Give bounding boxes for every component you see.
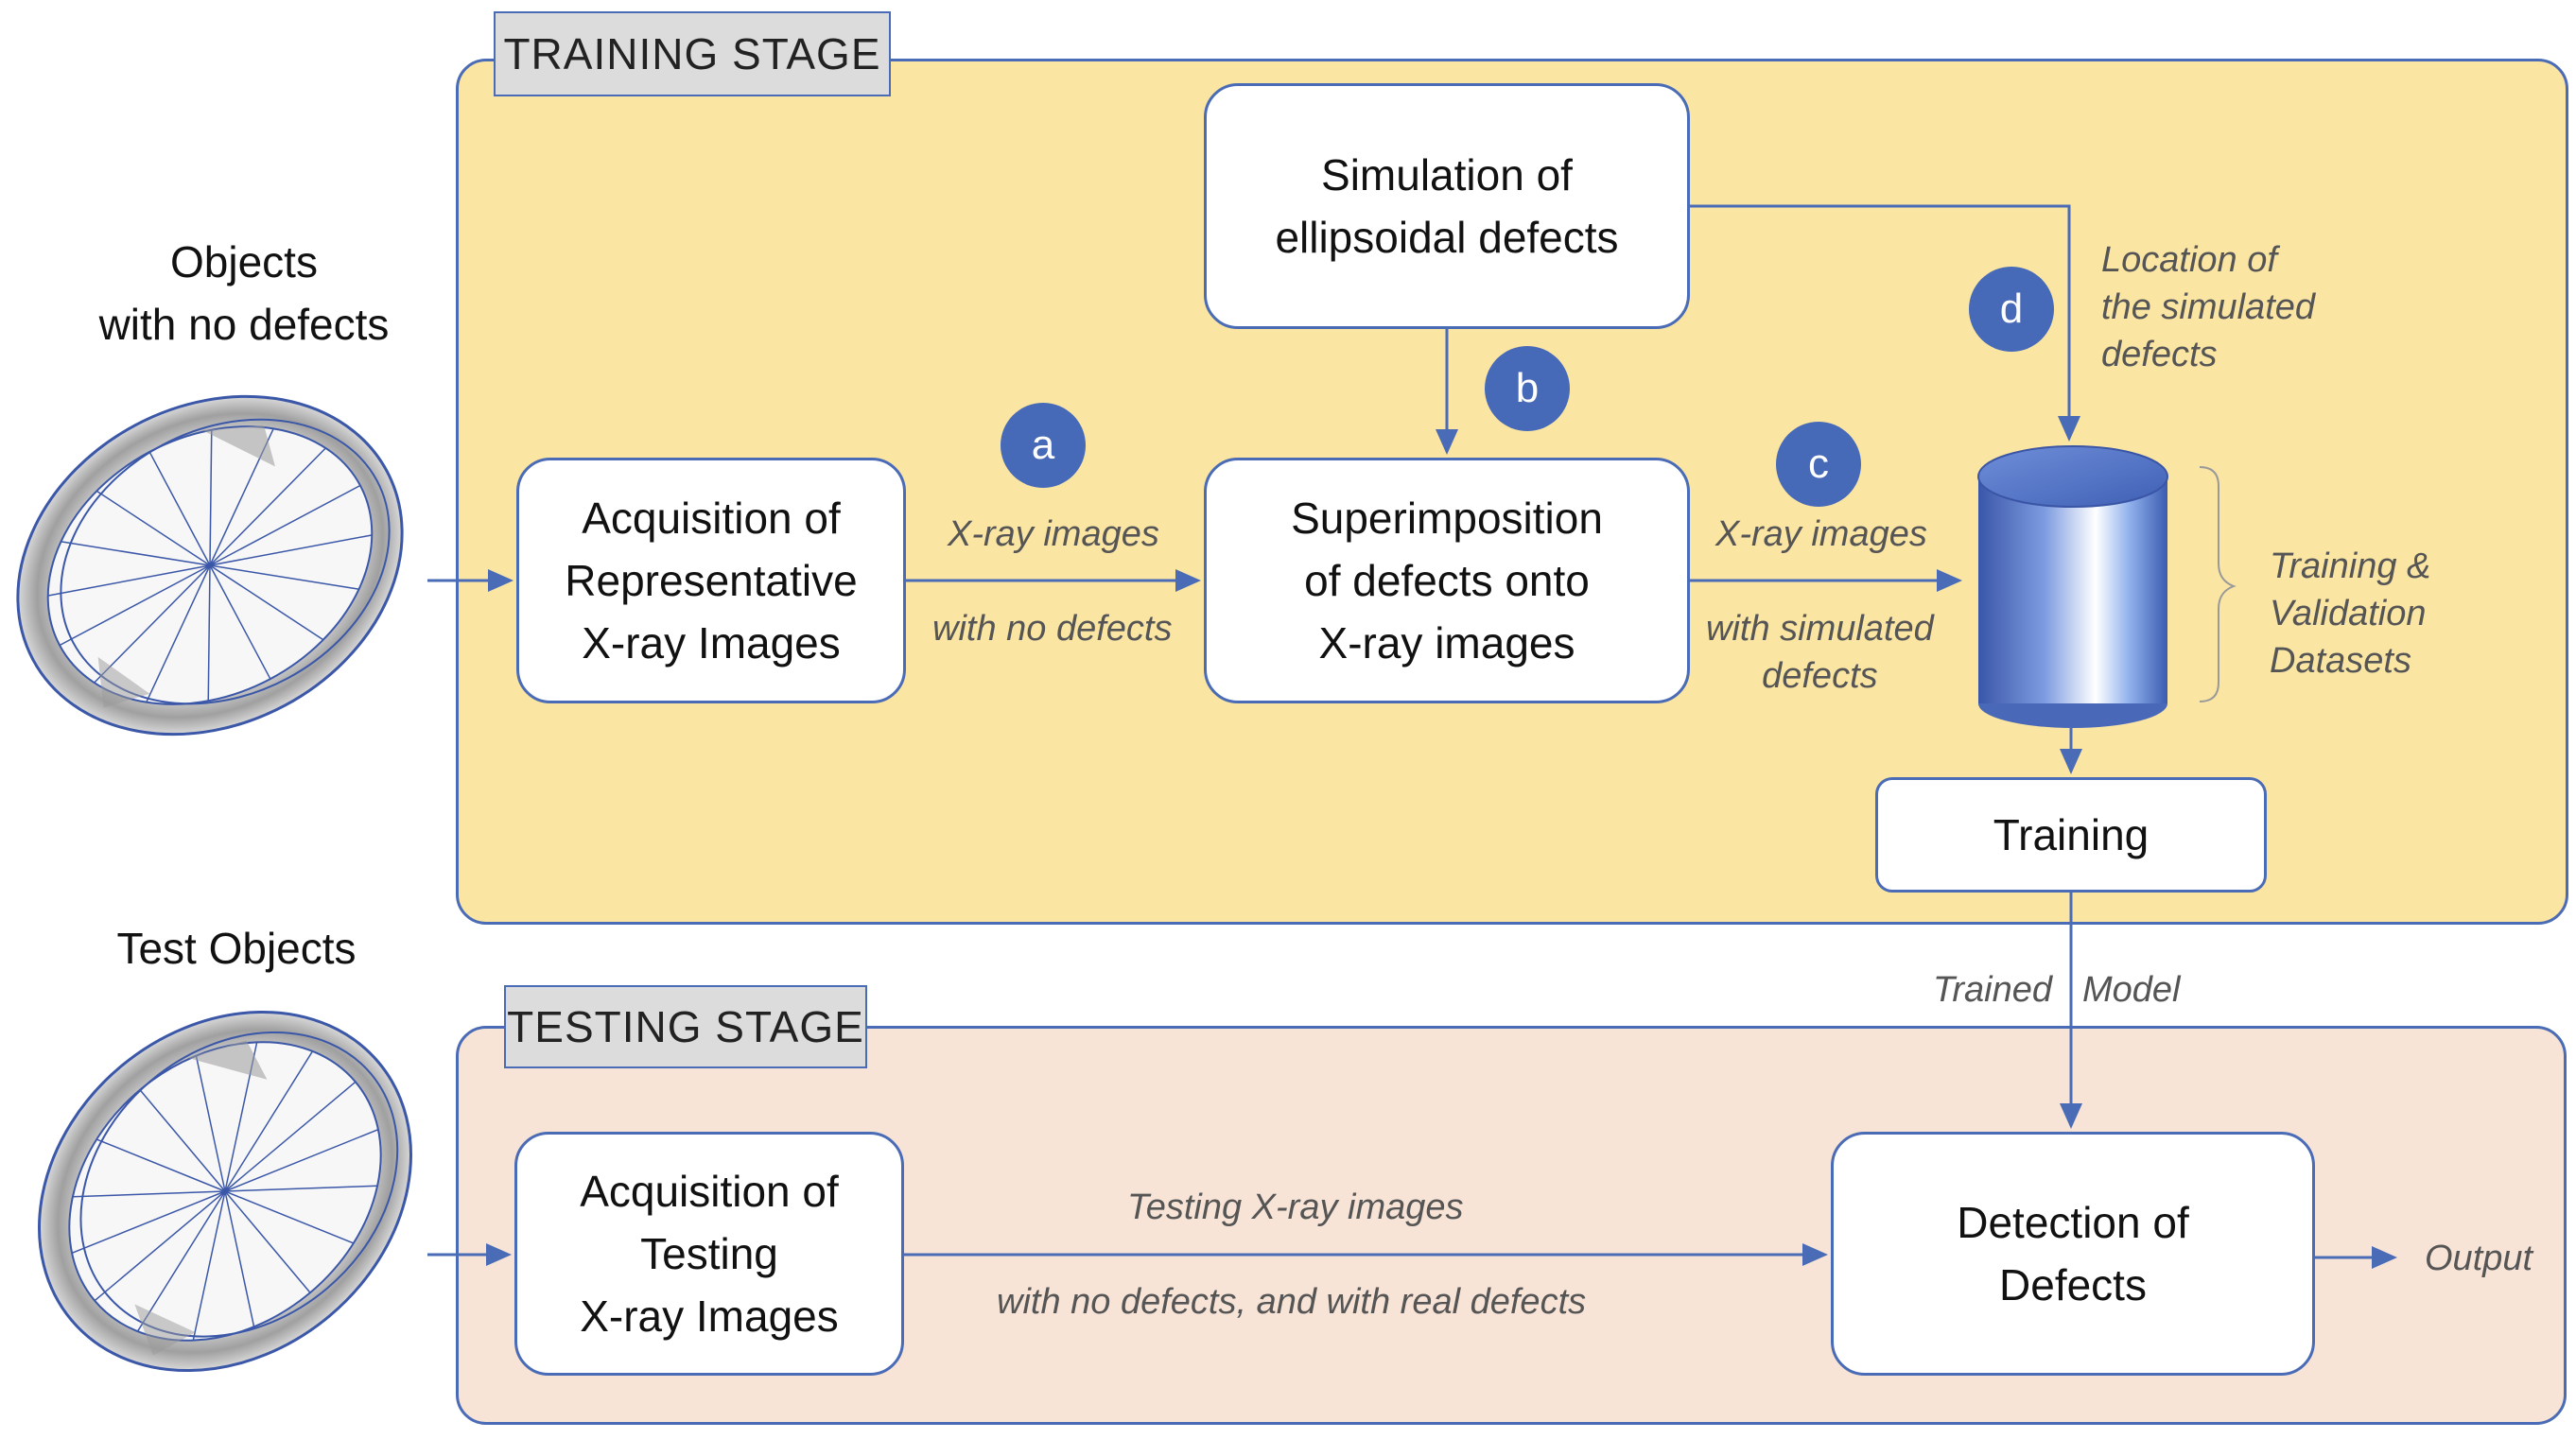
arrow-simulation-to-database (1690, 204, 2080, 442)
training-stage-tag: TRAINING STAGE (494, 11, 891, 96)
simulation-box: Simulation of ellipsoidal defects (1204, 83, 1690, 329)
label-testing-xray-images: Testing X-ray images (1127, 1188, 1464, 1227)
label-with-simulated-defects: with simulated defects (1706, 609, 1934, 696)
label-location-simulated-defects: Location of the simulated defects (2101, 240, 2316, 374)
superimposition-box: Superimposition of defects onto X-ray im… (1204, 458, 1690, 703)
acquisition-testing-box: Acquisition of Testing X-ray Images (514, 1132, 904, 1376)
label-xray-images-c: X-ray images (1715, 514, 1927, 554)
badge-c: c (1776, 422, 1861, 507)
label-with-no-and-real-defects: with no defects, and with real defects (997, 1282, 1587, 1322)
testing-stage-tag: TESTING STAGE (504, 985, 867, 1068)
objects-no-defects-label: Objects with no defects (98, 237, 390, 349)
label-model: Model (2082, 970, 2181, 1010)
datasets-bracket (2199, 466, 2237, 702)
label-xray-images-a: X-ray images (948, 514, 1159, 554)
wheel-icon (16, 394, 404, 737)
test-objects-label: Test Objects (116, 924, 357, 973)
badge-b: b (1485, 346, 1570, 431)
wheel-icon (38, 1010, 412, 1373)
badge-d: d (1969, 267, 2054, 352)
label-trained: Trained (1933, 970, 2053, 1010)
label-with-no-defects: with no defects (932, 609, 1173, 649)
acquisition-representative-box: Acquisition of Representative X-ray Imag… (516, 458, 906, 703)
label-output: Output (2425, 1239, 2533, 1278)
training-box: Training (1875, 777, 2267, 893)
detection-box: Detection of Defects (1831, 1132, 2315, 1376)
badge-a: a (1001, 403, 1086, 488)
label-datasets: Training & Validation Datasets (2270, 546, 2431, 681)
database-cylinder-icon (1977, 445, 2168, 728)
